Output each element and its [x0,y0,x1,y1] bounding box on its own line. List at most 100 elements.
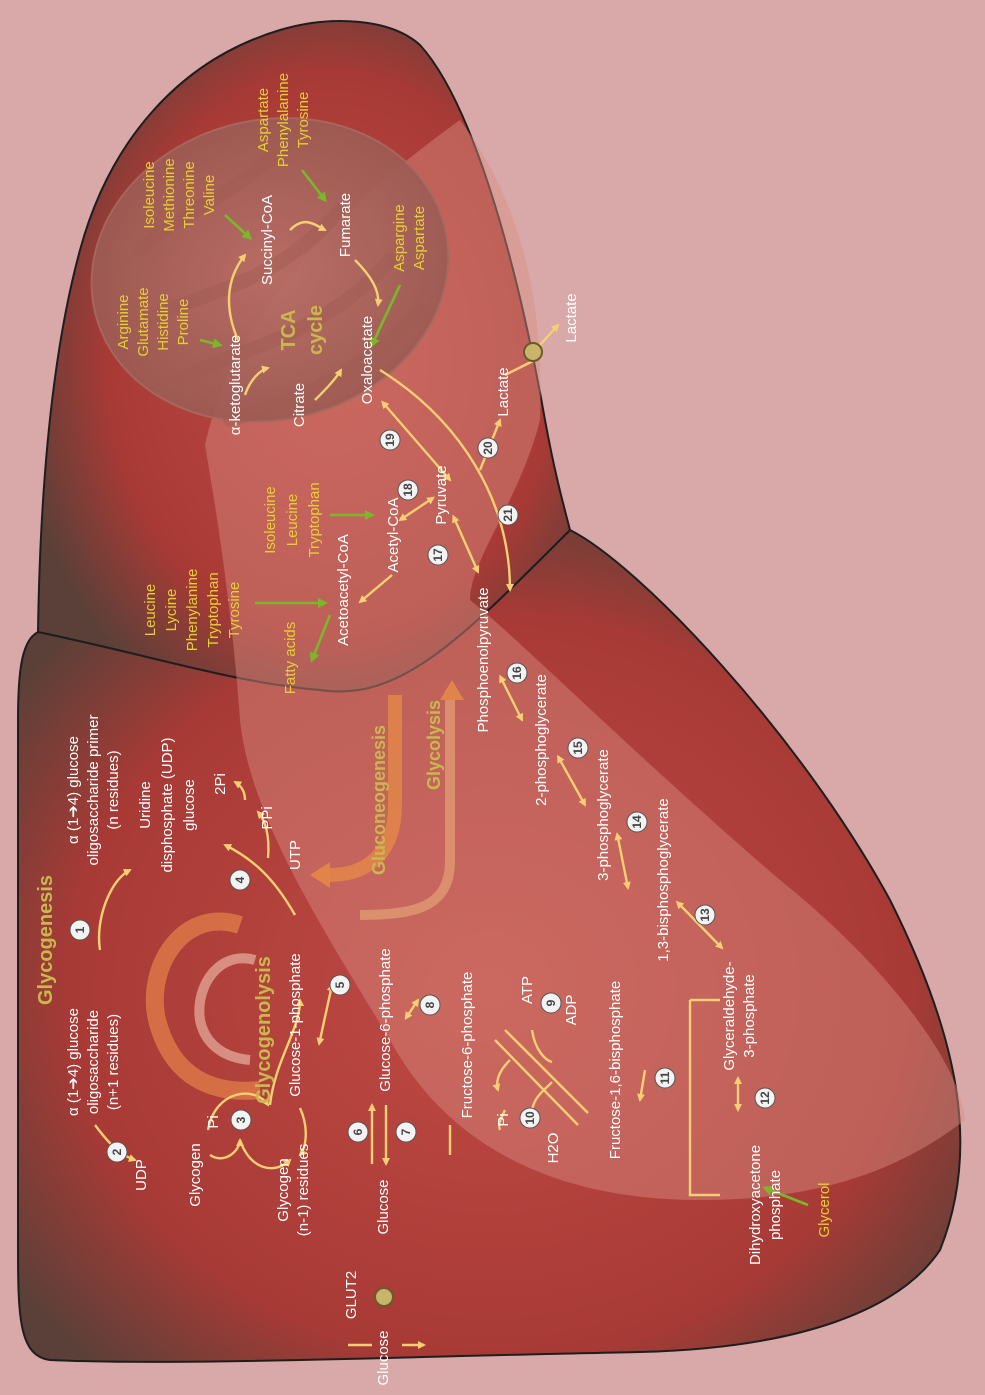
svg-text:9: 9 [544,999,558,1006]
glycogen-n1-sub-label: (n-1) residues [295,1144,312,1237]
ketogenic-aa-1: Leucine [142,584,159,637]
oligo-n1-line3: (n+1 residues) [105,1014,122,1110]
glycogen-label: Glycogen [187,1143,204,1206]
acetoacetyl-label: Acetoacetyl-CoA [335,534,352,646]
2pi-label: 2Pi [212,773,229,795]
glut2-transporter [375,1288,393,1306]
f6p-label: Fructose-6-phosphate [459,972,476,1119]
akg-group-aa-1: Arginine [115,294,132,349]
acetyl-coa-label: Acetyl-CoA [385,497,402,572]
step-number-13: 13 [695,905,715,925]
svg-text:20: 20 [481,441,495,455]
step-number-20: 20 [478,438,498,458]
svg-text:4: 4 [233,876,247,883]
pg2-label: 2-phosphoglycerate [533,674,550,806]
tca-line1: TCA [278,309,300,350]
akg-label: α-ketoglutarate [227,335,244,435]
svg-text:17: 17 [431,548,445,562]
step-number-1: 1 [70,920,90,940]
svg-text:21: 21 [501,508,515,522]
pyruvate-label: Pyruvate [433,465,450,524]
svg-text:6: 6 [351,1128,365,1135]
g6p-label: Glucose-6-phosphate [377,948,394,1091]
svg-text:14: 14 [630,815,644,829]
succinyl-group-aa-3: Threonine [181,161,198,229]
succinyl-coa-label: Succinyl-CoA [259,195,276,285]
dhap-line2: phosphate [767,1170,784,1240]
oxaloacetate-group-aa-1: Aspargine [391,204,408,272]
akg-group-aa-2: Glutamate [135,287,152,356]
udpg-line1: Uridine [137,781,154,829]
step-number-18: 18 [398,480,418,500]
atp-label: ATP [519,976,536,1004]
svg-text:19: 19 [383,433,397,447]
step-number-9: 9 [541,993,561,1013]
step-number-3: 3 [231,1110,251,1130]
oxaloacetate-group-aa-2: Aspartate [411,206,428,270]
step-number-5: 5 [330,975,350,995]
pi-bottom-label: Pi [495,1113,512,1126]
glycogenesis-title: Glycogenesis [35,875,57,1005]
step-number-7: 7 [396,1122,416,1142]
svg-text:2: 2 [110,1148,124,1155]
glycogenolysis-title: Glycogenolysis [253,956,275,1104]
primer-line2: oligosaccharide primer [85,715,102,866]
succinyl-group-aa-2: Methionine [161,158,178,231]
svg-text:7: 7 [399,1128,413,1135]
step-number-10: 10 [520,1108,540,1128]
svg-text:8: 8 [423,1001,437,1008]
adp-label: ADP [563,995,580,1026]
glut2-label: GLUT2 [343,1271,360,1319]
lactate-inside-label: Lactate [495,367,512,416]
glucose-label: Glucose [375,1179,392,1234]
svg-text:1: 1 [73,926,87,933]
g3p-line1: Glyceraldehyde- [721,961,738,1070]
f16bp-label: Fructose-1,6-bisphosphate [607,981,624,1159]
akg-group-aa-3: Histidine [155,293,172,351]
ile-leu-trp-aa-1: Isoleucine [262,486,279,554]
step-number-8: 8 [420,995,440,1015]
primer-line3: (n residues) [105,750,122,829]
ketogenic-aa-3: Phenylanine [184,569,201,652]
ile-leu-trp-aa-2: Leucine [284,494,301,547]
ketogenic-aa-5: Tyrosine [226,582,243,639]
fumarate-group-aa-2: Phenylalanine [275,73,292,167]
pep-label: Phosphoenolpyruvate [475,587,492,732]
ile-leu-trp-aa-3: Tryptophan [306,482,323,557]
glycogen-n1-label: Glycogen [275,1158,292,1221]
svg-text:18: 18 [401,483,415,497]
citrate-label: Citrate [291,383,308,427]
h2o-label: H2O [545,1133,562,1164]
svg-text:13: 13 [698,908,712,922]
udpg-line2: disphosphate (UDP) [159,737,176,872]
fumarate-label: Fumarate [337,193,354,257]
primer-line1: α (1➔4) glucose [65,736,82,844]
step-number-12: 12 [755,1088,775,1108]
dhap-line1: Dihydroxyacetone [747,1145,764,1265]
svg-text:12: 12 [758,1091,772,1105]
tca-line2: cycle [305,305,327,355]
fumarate-group-aa-1: Aspartate [255,88,272,152]
ppi-label: PPi [259,806,276,829]
svg-text:5: 5 [333,981,347,988]
fatty-acids-label: Fatty acids [282,622,299,695]
step-number-16: 16 [507,663,527,683]
gluconeogenesis-title: Gluconeogenesis [369,725,389,875]
lactate-outside-label: Lactate [563,293,580,342]
step-number-19: 19 [380,430,400,450]
g3p-line2: 3-phosphate [741,974,758,1057]
step-number-15: 15 [568,738,588,758]
step-number-14: 14 [627,812,647,832]
lactate-transporter [524,343,542,361]
g1p-label: Glucose-1-phosphate [287,953,304,1096]
utp-label: UTP [287,840,304,870]
step-number-6: 6 [348,1122,368,1142]
pi-top-label: Pi [205,1115,222,1128]
step-number-17: 17 [428,545,448,565]
step-number-4: 4 [230,870,250,890]
akg-group-aa-4: Proline [175,299,192,346]
glucose-outside-label: Glucose [375,1330,392,1385]
svg-text:10: 10 [523,1111,537,1125]
